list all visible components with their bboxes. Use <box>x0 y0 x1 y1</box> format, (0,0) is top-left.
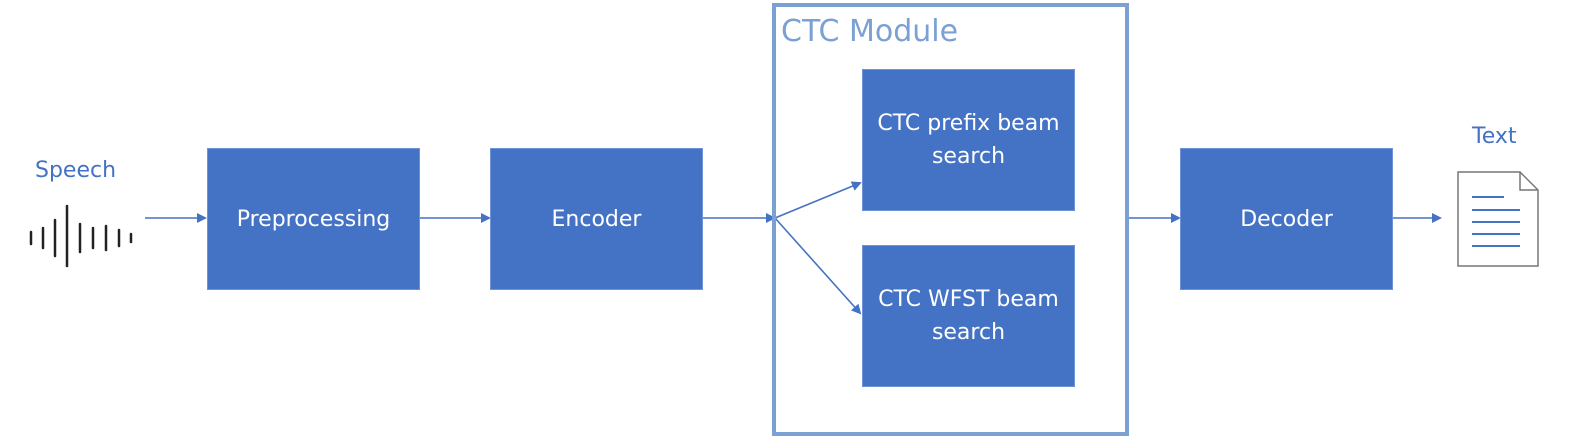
preprocessing-block: Preprocessing <box>207 148 420 290</box>
arrow-ctc-to-wfst-search <box>774 217 862 315</box>
encoder-block: Encoder <box>490 148 703 290</box>
text-label: Text <box>1472 124 1517 149</box>
document-icon <box>1457 171 1539 267</box>
ctc-module-title: CTC Module <box>781 14 959 49</box>
ctc-wfst-beam-search-block: CTC WFST beam search <box>862 245 1075 387</box>
arrows <box>145 181 1442 315</box>
waveform-icon <box>29 204 133 268</box>
arrow-ctc-to-prefix-search <box>774 181 862 219</box>
decoder-block: Decoder <box>1180 148 1393 290</box>
speech-label: Speech <box>35 158 117 183</box>
ctc-prefix-beam-search-block: CTC prefix beam search <box>862 69 1075 211</box>
ctc-module-frame <box>772 3 1129 436</box>
